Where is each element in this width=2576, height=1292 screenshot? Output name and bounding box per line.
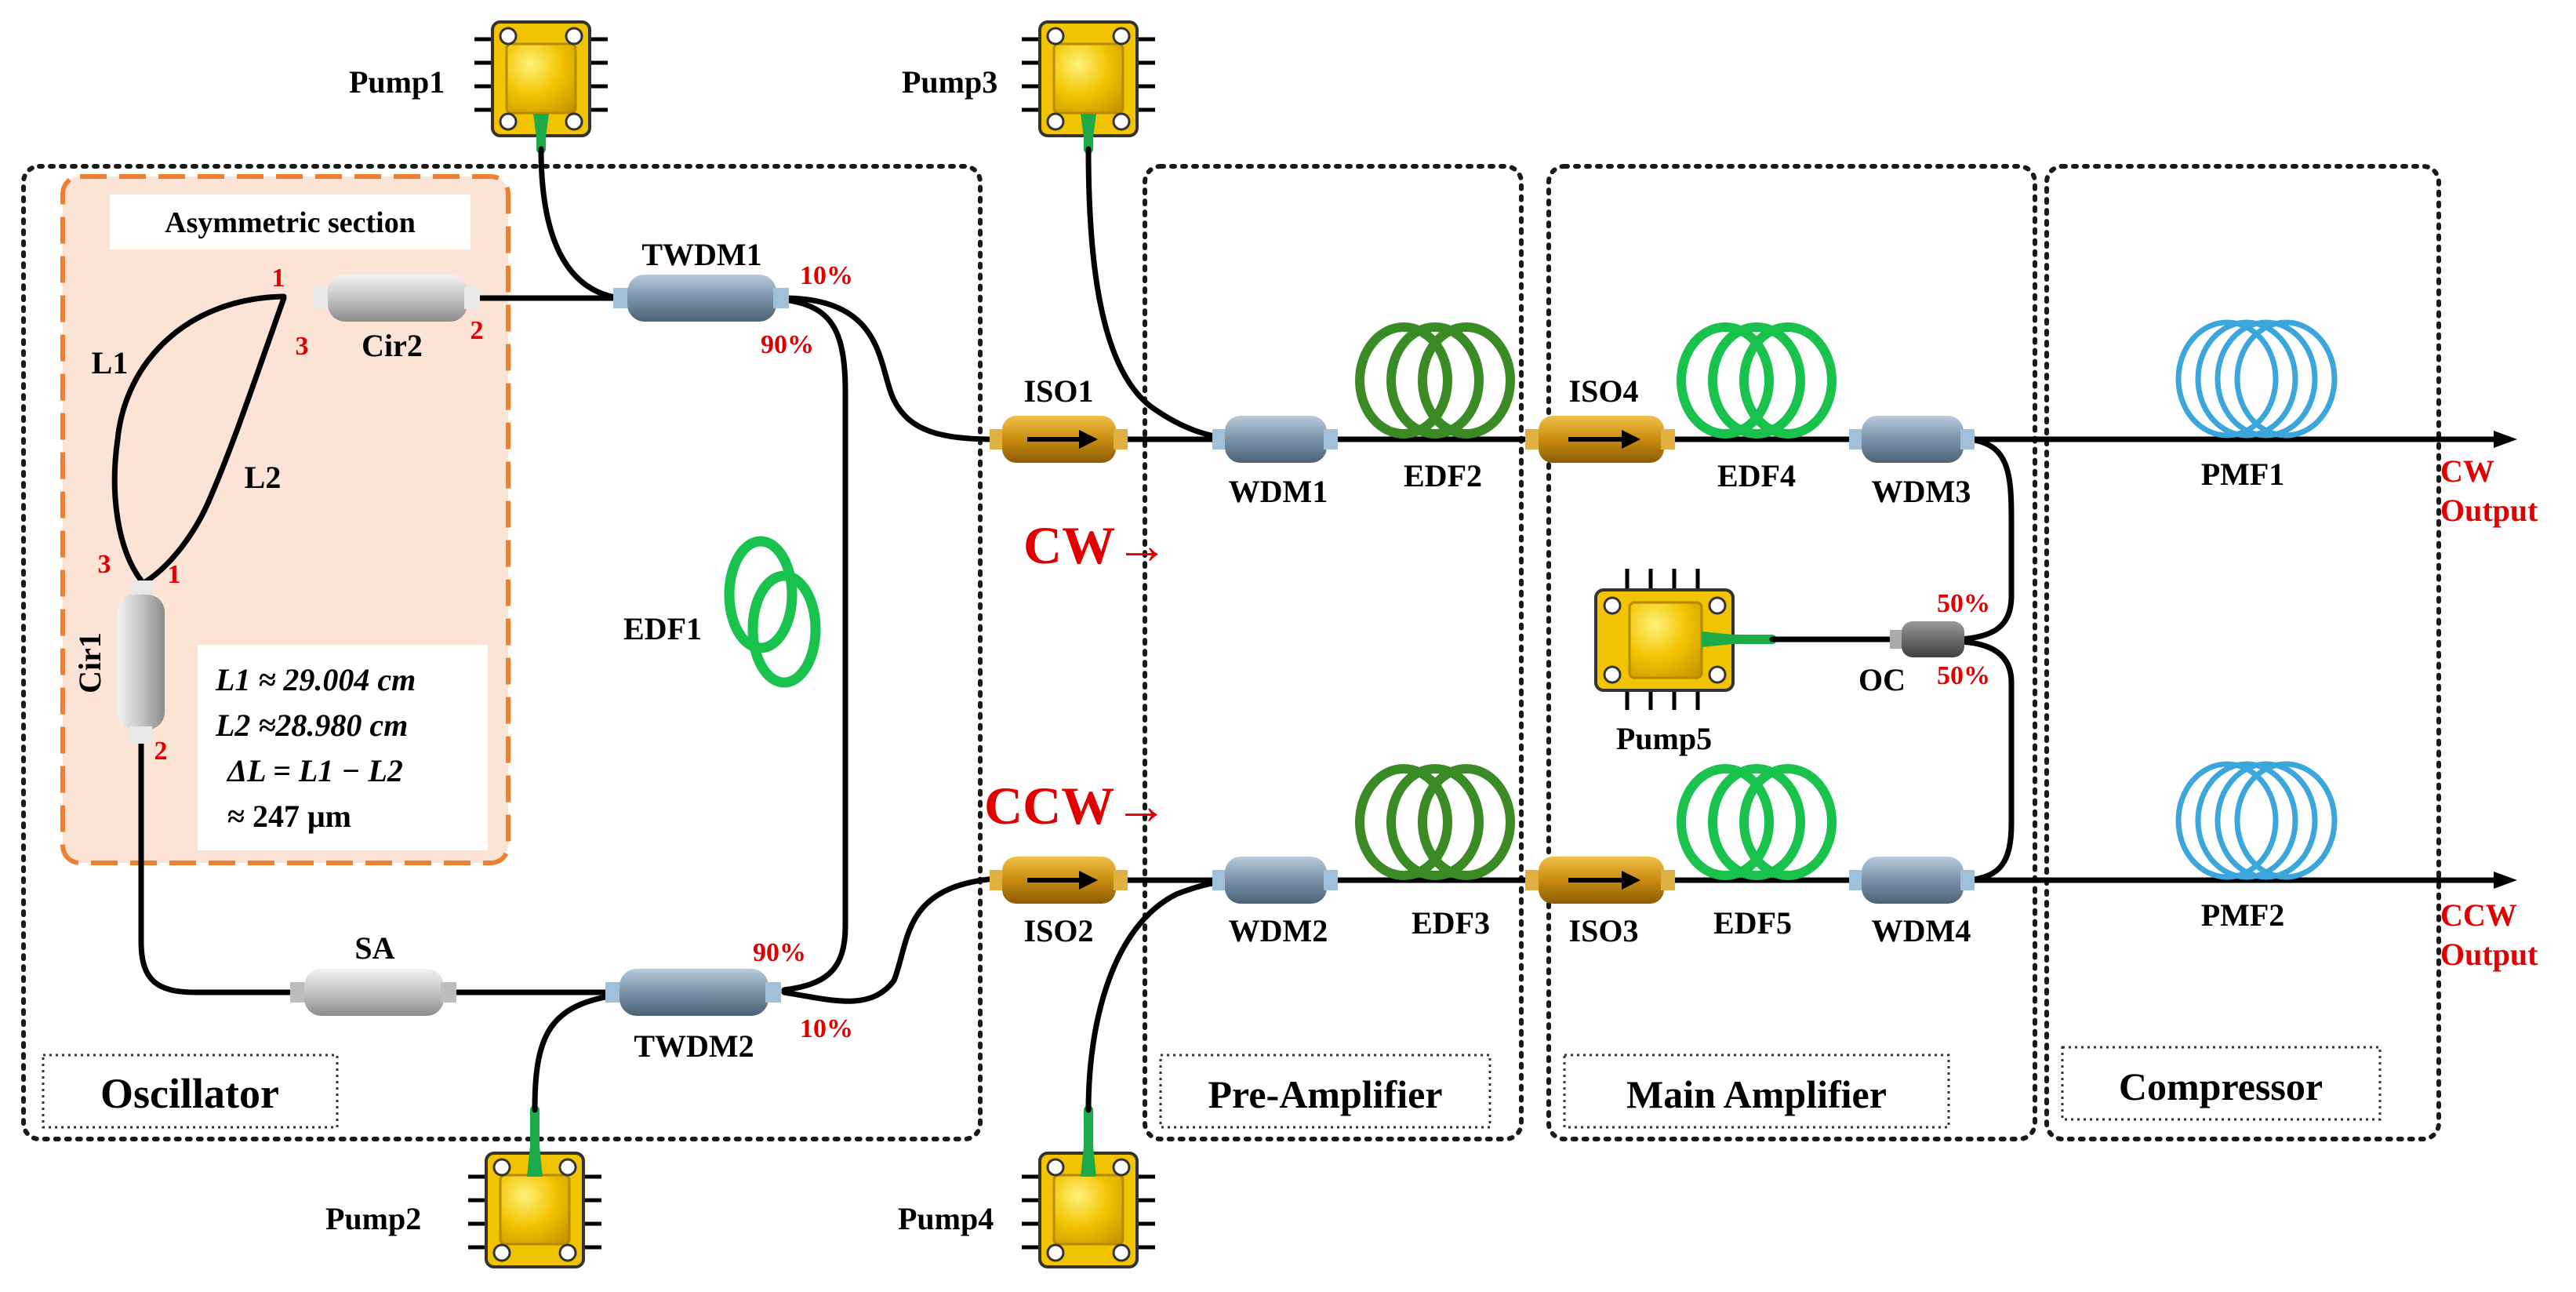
oscillator-label: Oscillator	[100, 1070, 279, 1117]
oscillator-box	[21, 164, 983, 1141]
twdm2-ratio-90: 90%	[753, 938, 806, 967]
equation-l1: L1 ≈ 29.004 cm	[215, 662, 416, 697]
twdm2-label: TWDM2	[634, 1028, 754, 1064]
mainamp-box	[1546, 164, 2037, 1141]
iso3-label: ISO3	[1569, 913, 1639, 948]
cir2-device	[314, 275, 480, 322]
pump5-label: Pump5	[1616, 721, 1712, 756]
edf5-label: EDF5	[1713, 905, 1792, 941]
wdm4-label: WDM4	[1872, 913, 1971, 948]
iso4-label: ISO4	[1569, 373, 1639, 409]
cir2-port3: 3	[296, 332, 309, 361]
edf1-coil	[724, 536, 821, 688]
mainamp-label: Main Amplifier	[1626, 1072, 1887, 1116]
preamp-box	[1143, 164, 1524, 1141]
cir1-port2: 2	[154, 737, 168, 766]
wdm1-device	[1212, 416, 1338, 463]
section-boxes	[21, 164, 2441, 1141]
cw-output-label-line1: CW	[2440, 453, 2494, 489]
cir1-port3: 3	[98, 550, 111, 579]
pmf2-coil	[2175, 761, 2338, 880]
l1-label: L1	[92, 345, 129, 380]
iso2-label: ISO2	[1024, 913, 1094, 948]
wdm4-device	[1849, 857, 1975, 904]
section-title-boxes	[42, 1046, 2382, 1129]
cir1-label: Cir1	[72, 632, 107, 693]
iso1-label: ISO1	[1024, 373, 1094, 409]
edf1-label: EDF1	[623, 611, 702, 646]
edf2-label: EDF2	[1404, 458, 1482, 493]
pump3-icon	[1022, 20, 1155, 137]
wdm2-device	[1212, 857, 1338, 904]
edf3-label: EDF3	[1412, 905, 1490, 941]
cw-output-label-line2: Output	[2440, 493, 2538, 528]
equation-delta-l: ΔL = L1 − L2	[226, 753, 403, 788]
pump5-icon	[1594, 569, 1749, 710]
ccw-output-label-line2: Output	[2440, 937, 2538, 972]
iso4-device	[1525, 416, 1675, 463]
pump3-label: Pump3	[902, 64, 997, 100]
sa-label: SA	[354, 930, 394, 966]
pmf1-coil	[2175, 319, 2338, 439]
cw-output-arrowhead	[2494, 431, 2517, 448]
edf4-label: EDF4	[1717, 458, 1796, 493]
twdm2-ratio-10: 10%	[800, 1014, 853, 1043]
twdm1-ratio-10: 10%	[800, 261, 853, 290]
pump1-label: Pump1	[349, 64, 445, 100]
ccw-output-label-line1: CCW	[2440, 897, 2517, 933]
cir2-label: Cir2	[362, 328, 423, 363]
fibers	[111, 146, 2497, 1113]
equation-delta-value: ≈ 247 μm	[227, 799, 351, 834]
cir2-port1: 1	[272, 264, 285, 293]
l2-label: L2	[245, 460, 282, 495]
edf5-coil	[1677, 764, 1837, 880]
oc-ratio-bottom: 50%	[1937, 661, 1990, 690]
pump2-icon	[468, 1145, 601, 1268]
twdm1-device	[613, 275, 789, 322]
iso2-device	[990, 857, 1128, 904]
pmf1-label: PMF1	[2201, 457, 2285, 492]
equation-box	[198, 645, 488, 850]
oc-ratio-top: 50%	[1937, 589, 1990, 618]
oc-device	[1890, 621, 1964, 657]
preamp-label: Pre-Amplifier	[1208, 1072, 1443, 1116]
compressor-box	[2044, 164, 2441, 1141]
iso3-device	[1525, 857, 1675, 904]
edf3-coil	[1355, 764, 1515, 880]
cir1-port1: 1	[168, 560, 181, 589]
equation-l2: L2 ≈28.980 cm	[215, 708, 408, 743]
cir1-device	[118, 580, 165, 744]
compressor-label: Compressor	[2119, 1065, 2323, 1108]
pump4-label: Pump4	[898, 1201, 994, 1236]
sa-device	[290, 969, 456, 1016]
wdm3-label: WDM3	[1872, 474, 1971, 509]
wdm1-label: WDM1	[1229, 474, 1328, 509]
cw-direction-label: CW→	[1023, 515, 1168, 575]
cir2-port2: 2	[471, 316, 484, 345]
twdm1-ratio-90: 90%	[761, 330, 814, 359]
edf4-coil	[1677, 322, 1837, 439]
wdm3-device	[1849, 416, 1975, 463]
pump1-icon	[474, 20, 608, 137]
ccw-direction-label: CCW→	[984, 776, 1168, 835]
pump4-icon	[1022, 1145, 1155, 1268]
edf2-coil	[1355, 322, 1515, 439]
pmf2-label: PMF2	[2201, 897, 2285, 933]
oc-label: OC	[1858, 662, 1906, 697]
twdm1-label: TWDM1	[641, 237, 761, 272]
asymmetric-title-box	[110, 195, 471, 249]
pump2-label: Pump2	[325, 1201, 421, 1236]
twdm2-device	[605, 969, 781, 1016]
wdm2-label: WDM2	[1229, 913, 1328, 948]
asymmetric-section-label: Asymmetric section	[165, 206, 416, 239]
iso1-device	[990, 416, 1128, 463]
ccw-output-arrowhead	[2494, 872, 2517, 889]
